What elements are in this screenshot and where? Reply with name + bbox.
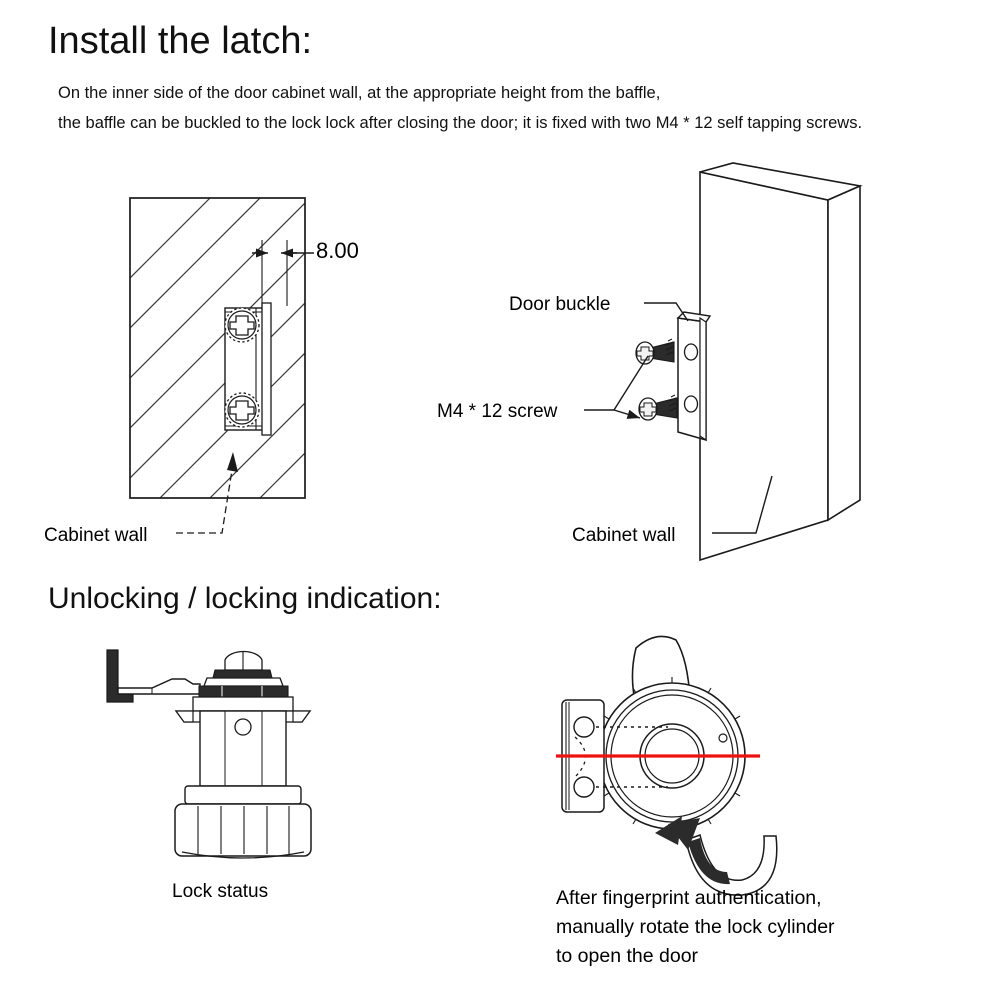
left-section-view	[129, 197, 314, 534]
label-m4-screw: M4 * 12 screw	[437, 401, 558, 422]
install-description-line-1: On the inner side of the door cabinet wa…	[58, 84, 661, 102]
dimension-8mm	[252, 240, 314, 310]
phillips-screw-icon	[224, 307, 260, 343]
leader-arrow-icon	[227, 452, 238, 472]
cabinet-wall-outline	[129, 197, 306, 499]
caption-line-3: to open the door	[556, 945, 699, 967]
install-description: On the inner side of the door cabinet wa…	[58, 78, 862, 138]
page-title-install: Install the latch:	[48, 20, 313, 62]
bracket-hole	[573, 776, 595, 798]
knob-marker-dot	[718, 733, 728, 743]
label-door-buckle: Door buckle	[509, 294, 611, 315]
lock-front-view	[556, 635, 778, 896]
bracket-hole	[573, 716, 595, 738]
page-title-unlocking: Unlocking / locking indication:	[48, 582, 442, 615]
install-description-line-2: the baffle can be buckled to the lock lo…	[58, 114, 863, 132]
caption-line-2: manually rotate the lock cylinder	[556, 916, 835, 938]
lock-side-view	[106, 649, 312, 859]
label-dimension-8mm: 8.00	[316, 238, 359, 263]
bracket-hole	[683, 343, 699, 361]
right-isometric-view	[584, 162, 863, 562]
alignment-guides	[596, 726, 668, 788]
label-cabinet-wall-left: Cabinet wall	[44, 525, 148, 546]
leader-cabinet-wall-left	[176, 452, 238, 534]
knurled-knob-side	[174, 785, 312, 859]
cabinet-wall-3d	[699, 162, 863, 562]
caption-rotate-instruction: After fingerprint authentication, manual…	[556, 884, 835, 971]
wall-hatching	[130, 198, 305, 498]
lock-body	[174, 696, 312, 787]
latch-bracket-section	[224, 302, 272, 436]
rotation-arrow-icon	[655, 816, 778, 896]
lock-top-cap	[198, 650, 289, 698]
m4-screw-icon	[638, 394, 678, 421]
bracket-hole	[683, 395, 699, 413]
leader-m4-screw	[584, 355, 649, 419]
door-buckle-bracket	[676, 311, 712, 442]
leader-door-buckle	[644, 302, 689, 322]
phillips-screw-icon	[224, 392, 260, 428]
latch-arm	[106, 649, 201, 703]
leader-cabinet-wall-right	[712, 475, 773, 534]
caption-line-1: After fingerprint authentication,	[556, 887, 822, 909]
m4-screw-icon	[635, 338, 675, 365]
label-lock-status: Lock status	[172, 881, 269, 902]
lock-indicator-hole	[234, 718, 252, 736]
label-cabinet-wall-right: Cabinet wall	[572, 525, 676, 546]
